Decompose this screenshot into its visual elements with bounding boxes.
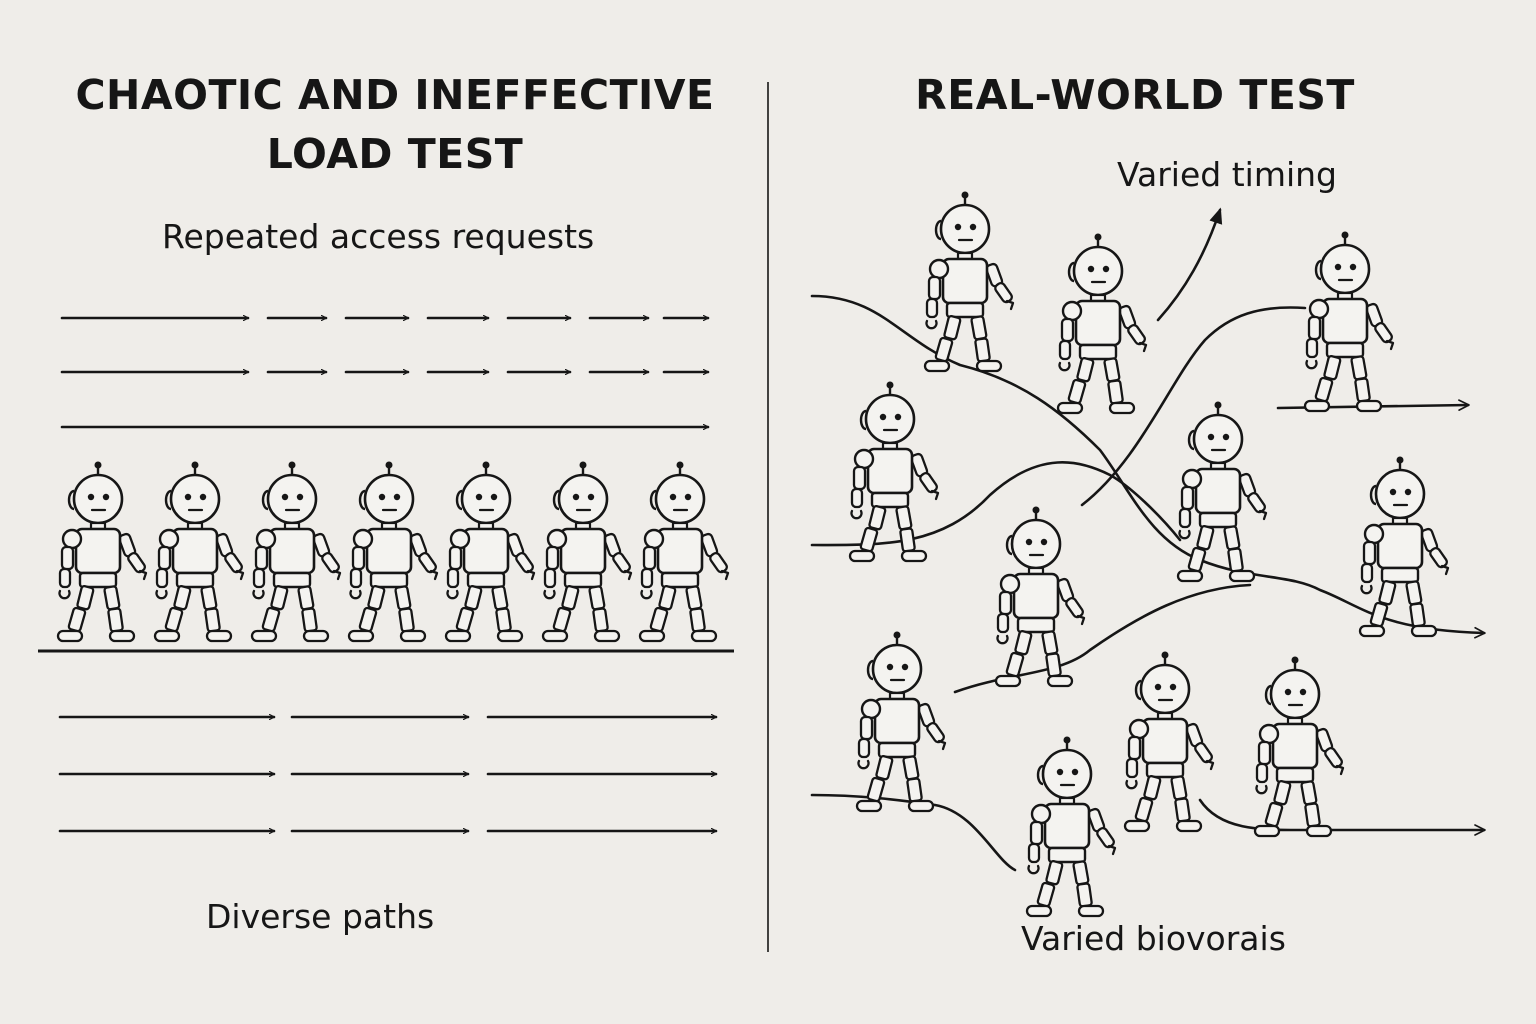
robot	[1176, 400, 1268, 583]
robot	[855, 630, 947, 813]
robot	[1303, 230, 1395, 413]
left-title-line-2: LOAD TEST	[266, 130, 524, 178]
timing-arrow	[1156, 207, 1223, 322]
repeated-request-arrows	[60, 318, 710, 427]
diverse-paths-label: Diverse paths	[206, 897, 435, 936]
robot	[638, 460, 730, 643]
right-panel-title: REAL-WORLD TEST	[915, 71, 1355, 119]
robot	[1358, 455, 1450, 638]
robot	[56, 460, 148, 643]
varied-behaviors-label: Varied biovorais	[1021, 919, 1286, 958]
robot	[1123, 650, 1215, 833]
path-curve	[810, 294, 1486, 639]
robot	[1025, 735, 1117, 918]
repeated-requests-label: Repeated access requests	[162, 217, 595, 256]
diverse-path-arrows	[58, 717, 718, 831]
robot	[994, 505, 1086, 688]
path-curve	[810, 461, 1182, 547]
varied-timing-label: Varied timing	[1117, 155, 1337, 194]
path-curve	[810, 793, 1017, 872]
robot	[923, 190, 1015, 373]
robot	[848, 380, 940, 563]
path-curve	[1198, 798, 1486, 836]
robot	[1056, 232, 1148, 415]
real-world-paths	[810, 207, 1486, 872]
left-title-line-1: CHAOTIC AND INEFFECTIVE	[75, 71, 715, 119]
path-curve	[1080, 306, 1307, 507]
uniform-robot-row	[56, 460, 730, 643]
robot	[541, 460, 633, 643]
left-panel-title: CHAOTIC AND INEFFECTIVE LOAD TEST	[40, 66, 750, 184]
robot	[444, 460, 536, 643]
robot	[347, 460, 439, 643]
robot	[250, 460, 342, 643]
robot	[1253, 655, 1345, 838]
robot	[153, 460, 245, 643]
